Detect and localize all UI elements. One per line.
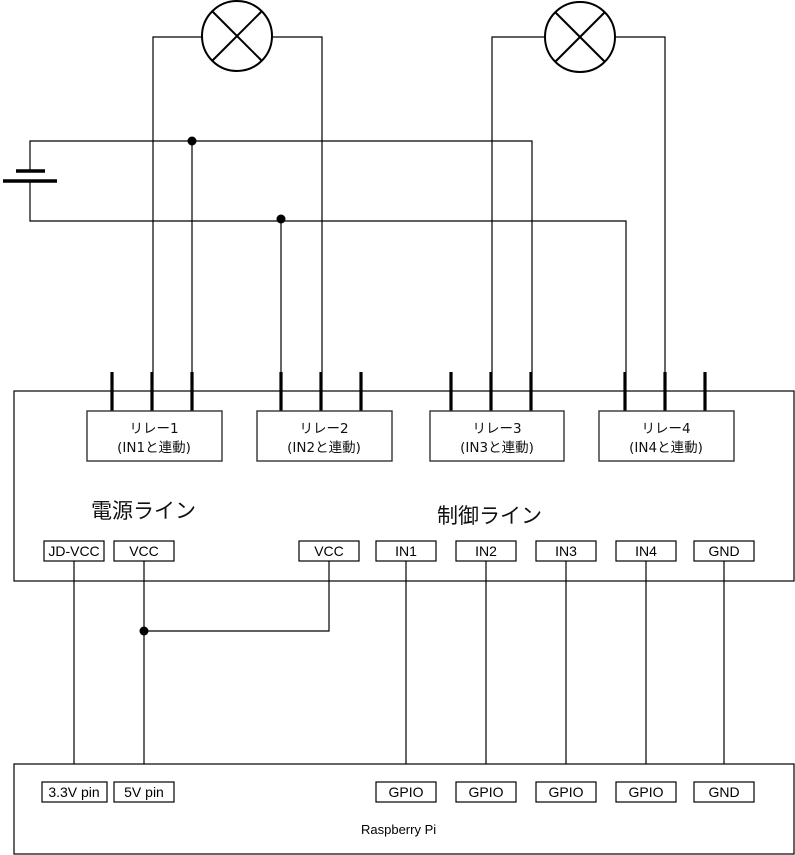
relay-1-subtitle: (IN1と連動) <box>117 440 191 456</box>
raspberry-pi-label: Raspberry Pi <box>361 822 436 837</box>
relay-2-terminals <box>279 372 363 411</box>
relay-1-terminals <box>110 372 194 411</box>
pi-pin-3v3-label: 3.3V pin <box>48 784 99 800</box>
junction-dot <box>187 136 197 146</box>
pin-vcc-control-label: VCC <box>314 543 344 559</box>
lamp-2-circuit <box>491 1 666 372</box>
pin-jd-vcc-label: JD-VCC <box>48 543 99 559</box>
lamp-1-right-wire <box>272 36 323 372</box>
interconnect-wires <box>73 561 725 782</box>
relay-2-subtitle: (IN2と連動) <box>287 440 361 456</box>
pin-vcc-power: VCC <box>113 540 175 562</box>
relay-1-title: リレー1 <box>129 421 178 437</box>
relay-3-terminals <box>449 372 533 411</box>
battery-top-rail <box>29 140 533 372</box>
pi-pin-5v-label: 5V pin <box>124 784 164 800</box>
pin-gnd-label: GND <box>708 543 739 559</box>
pin-in2: IN2 <box>455 540 517 562</box>
pi-pin-gpio-3-label: GPIO <box>548 784 583 800</box>
lamp-1-left-wire <box>152 36 202 372</box>
lamp-2-right-wire <box>615 36 666 372</box>
lamp-2-left-wire <box>491 36 545 372</box>
relay-3-title: リレー3 <box>472 421 521 437</box>
relay-2: リレー2 (IN2と連動) <box>256 410 393 462</box>
relay-3-subtitle: (IN3と連動) <box>460 440 534 456</box>
relay-4-title: リレー4 <box>641 421 690 437</box>
battery-icon <box>3 169 57 183</box>
pin-in4: IN4 <box>615 540 677 562</box>
pi-pin-gpio-4-label: GPIO <box>628 784 663 800</box>
pin-vcc-power-label: VCC <box>129 543 159 559</box>
pi-pin-5v: 5V pin <box>113 781 175 803</box>
relay-1: リレー1 (IN1と連動) <box>86 410 223 462</box>
pi-pin-gpio-3: GPIO <box>535 781 597 803</box>
relay-4-subtitle: (IN4と連動) <box>629 440 703 456</box>
pin-vcc-control: VCC <box>298 540 360 562</box>
lamp-1-icon <box>201 0 273 72</box>
pi-pin-gpio-2: GPIO <box>455 781 517 803</box>
pi-pin-gpio-2-label: GPIO <box>468 784 503 800</box>
raspberry-pi-board <box>13 763 795 855</box>
pin-in1-label: IN1 <box>395 543 417 559</box>
relay-4-terminals <box>623 372 707 411</box>
pi-pin-gpio-1: GPIO <box>375 781 437 803</box>
relay-2-title: リレー2 <box>299 421 348 437</box>
pi-pin-gpio-1-label: GPIO <box>388 784 423 800</box>
pin-in3: IN3 <box>535 540 597 562</box>
relay-module: リレー1 (IN1と連動) リレー2 (IN2と連動) リレー3 (IN3と連動… <box>13 372 795 582</box>
junction-dot <box>276 214 286 224</box>
pin-in1: IN1 <box>375 540 437 562</box>
lamp-1-circuit <box>152 0 323 372</box>
control-line-label: 制御ライン <box>437 504 542 528</box>
relay-4: リレー4 (IN4と連動) <box>598 410 735 462</box>
pi-pin-gpio-4: GPIO <box>615 781 677 803</box>
pin-in2-label: IN2 <box>475 543 497 559</box>
battery-circuit <box>3 136 627 372</box>
battery-bottom-rail <box>29 181 627 372</box>
pi-pin-gnd-label: GND <box>708 784 739 800</box>
wire-vcc-control-to-5v <box>144 561 330 632</box>
lamp-2-icon <box>544 1 616 73</box>
pin-gnd: GND <box>693 540 755 562</box>
power-line-label: 電源ライン <box>91 499 196 523</box>
relay-3: リレー3 (IN3と連動) <box>429 410 565 462</box>
pi-pin-3v3: 3.3V pin <box>41 781 108 803</box>
raspberry-pi: 3.3V pin 5V pin GPIO GPIO GPIO GPIO GND … <box>13 763 795 855</box>
pin-in4-label: IN4 <box>635 543 657 559</box>
junction-dot <box>139 626 149 636</box>
pin-jd-vcc: JD-VCC <box>43 540 105 562</box>
pi-pin-gnd: GND <box>693 781 755 803</box>
pin-in3-label: IN3 <box>555 543 577 559</box>
